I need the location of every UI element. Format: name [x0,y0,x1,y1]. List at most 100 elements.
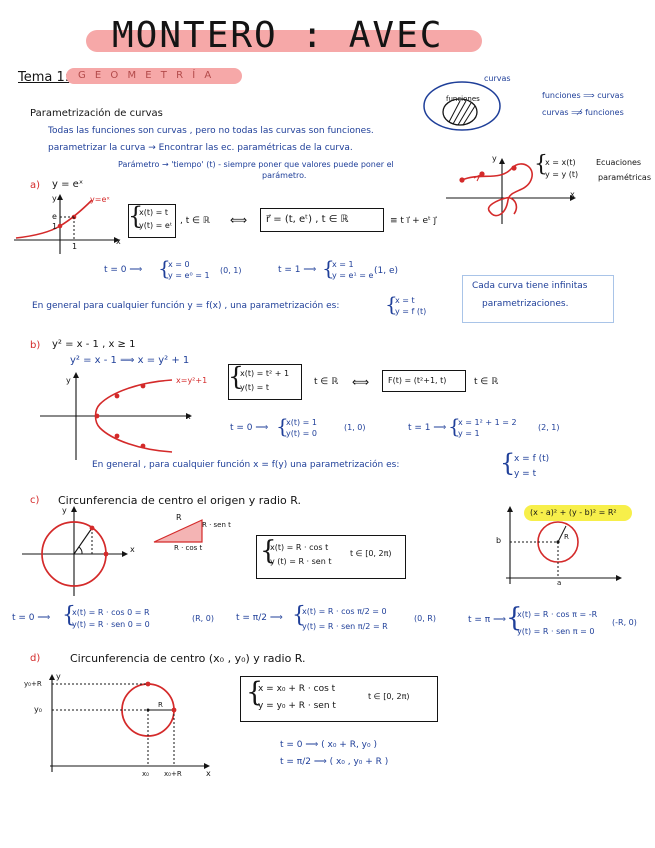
venn-arrow2: curvas ⟹̸ funciones [542,108,624,117]
general-eq: (x - a)² + (y - b)² = R² [530,508,617,517]
param-curve-sketch [446,158,576,224]
section-b-label: b) [30,340,41,351]
exp-tick-1y: 1 [52,222,58,231]
intro-line3a: Parámetro → 'tiempo' (t) - siempre poner… [118,160,394,169]
section-b-gen-sys2: y = t [514,469,537,479]
intro-line3b: parámetro. [262,171,307,180]
param-sketch-brace: { [534,152,548,177]
section-c-sys2: y (t) = R · sen t [270,557,332,566]
param-sketch-x: x [570,190,575,199]
section-b-iff: ⟺ [352,375,370,389]
exp-graph-label: y=eˣ [90,195,110,204]
section-b-t0-point: (1, 0) [344,423,366,432]
section-c-tpi-sys2: y(t) = R · sen π = 0 [517,627,595,636]
section-a-t0-sys1: x = 0 [168,260,190,269]
section-a-system-box [128,204,176,238]
section-c-tpi-sys1: x(t) = R · cos π = -R [517,610,598,619]
section-a-t0-label: t = 0 ⟹ [104,265,143,275]
section-d-label: d) [30,653,41,664]
d-r: R [158,701,163,709]
section-a-gen-sys2: y = f (t) [395,307,427,316]
section-b-general: En general , para cualquier función x = … [92,460,400,470]
general-a: a [557,579,562,587]
venn-inner-label: funciones [446,95,480,103]
d-axis-x: x [206,769,211,778]
section-b-system-box [228,364,302,400]
section-c-t2-label: t = π/2 ⟹ [236,613,283,623]
param-sketch-y: y [492,154,497,163]
section-d-system-box [240,676,438,722]
section-d-t2: t = π/2 ⟹ ( x₀ , y₀ + R ) [280,757,389,767]
section-a-gen-brace: { [385,292,398,316]
parabola-axis-x: x [186,412,191,421]
section-a-t0-point: (0, 1) [220,266,242,275]
section-a-t1-label: t = 1 ⟹ [278,265,317,275]
triangle-r: R [176,513,182,522]
section-b-equation: y² = x - 1 , x ≥ 1 [52,339,136,350]
intro-heading: Parametrización de curvas [30,108,163,119]
section-b-t1-point: (2, 1) [538,423,560,432]
param-sketch-caption2: paramétricas [598,173,652,182]
section-c-t0-point: (R, 0) [192,614,214,623]
section-b-vector: F(t) = (t²+1, t) [388,376,447,385]
param-sketch-sys2: y = y (t) [545,170,579,179]
circle-center-graph [49,674,210,772]
general-b: b [496,536,502,545]
d-y-mid: y₀ [34,705,42,714]
circle-axis-y: y [62,506,67,515]
venn-arrow1: funciones ⟹ curvas [542,91,624,100]
section-b-gen-sys1: x = f (t) [514,454,550,464]
parabola-label: x=y²+1 [176,376,208,385]
section-b-t1-sys1: x = 1² + 1 = 2 [458,418,517,427]
triangle-sketch [153,519,203,543]
section-c-label: c) [30,495,40,506]
section-c-t2-point: (0, R) [414,614,436,623]
section-d-brace: { [246,677,264,708]
tema-highlight [66,68,242,84]
section-c-tpi-point: (-R, 0) [612,618,637,627]
param-sketch-sys1: x = x(t) [545,158,576,167]
section-c-t2-brace: { [292,603,306,628]
tema-label: Tema 1: [18,70,70,85]
circle-axis-x: x [130,545,135,554]
section-a-vector: r⃗ = (t, eᵗ) , t ∈ ℝ [266,214,349,225]
d-y-top: y₀+R [24,680,42,688]
section-c-t2-sys1: x(t) = R · cos π/2 = 0 [302,607,387,616]
d-x-right: x₀+R [164,770,182,778]
section-a-vector-box [260,208,384,232]
section-b-t1-brace: { [448,414,461,438]
section-b-sys1: x(t) = t² + 1 [240,369,290,378]
section-b-t0-label: t = 0 ⟹ [230,423,269,433]
section-b-t0-sys1: x(t) = 1 [286,418,317,427]
section-d-sys2: y = y₀ + R · sen t [258,701,336,711]
section-a-t0-sys2: y = e⁰ = 1 [168,271,210,280]
exp-axis-y: y [52,194,57,203]
section-d-t0: t = 0 ⟹ ( x₀ + R, y₀ ) [280,740,377,750]
section-c-system-box [256,535,406,579]
section-d-sys1: x = x₀ + R · cos t [258,684,336,694]
section-b-t1-label: t = 1 ⟹ [408,423,447,433]
section-c-t0-sys1: x(t) = R · cos 0 = R [72,608,150,617]
section-c-sys1: x(t) = R · cos t [270,543,329,552]
note-line1: Cada curva tiene infinitas [472,281,588,291]
section-c-t2-sys2: y(t) = R · sen π/2 = R [302,622,388,631]
section-b-domain: t ∈ ℝ [314,377,339,387]
section-a-t1-sys2: y = e¹ = e [332,271,374,280]
section-a-domain: , t ∈ ℝ [180,216,210,226]
exp-axis-x: x [116,237,121,246]
section-b-brace: { [228,362,244,391]
section-d-domain: t ∈ [0, 2π) [368,692,410,701]
section-b-gen-brace: { [500,449,516,477]
section-c-t0-label: t = 0 ⟹ [12,613,51,623]
section-b-t0-brace: { [276,414,289,438]
section-a-t0-brace: { [158,256,171,280]
general-eq-highlight [524,505,632,521]
section-a-sys2: y(t) = eᵗ [139,221,173,230]
triangle-sen: R · sen t [202,521,231,529]
intro-line2: parametrizar la curva → Encontrar las ec… [48,143,353,153]
section-b-sys2: y(t) = t [240,383,270,392]
section-c-tpi-brace: { [506,603,523,633]
circle-origin-graph [22,506,128,596]
section-a-t1-sys1: x = 1 [332,260,354,269]
exp-tick-1x: 1 [72,242,78,251]
